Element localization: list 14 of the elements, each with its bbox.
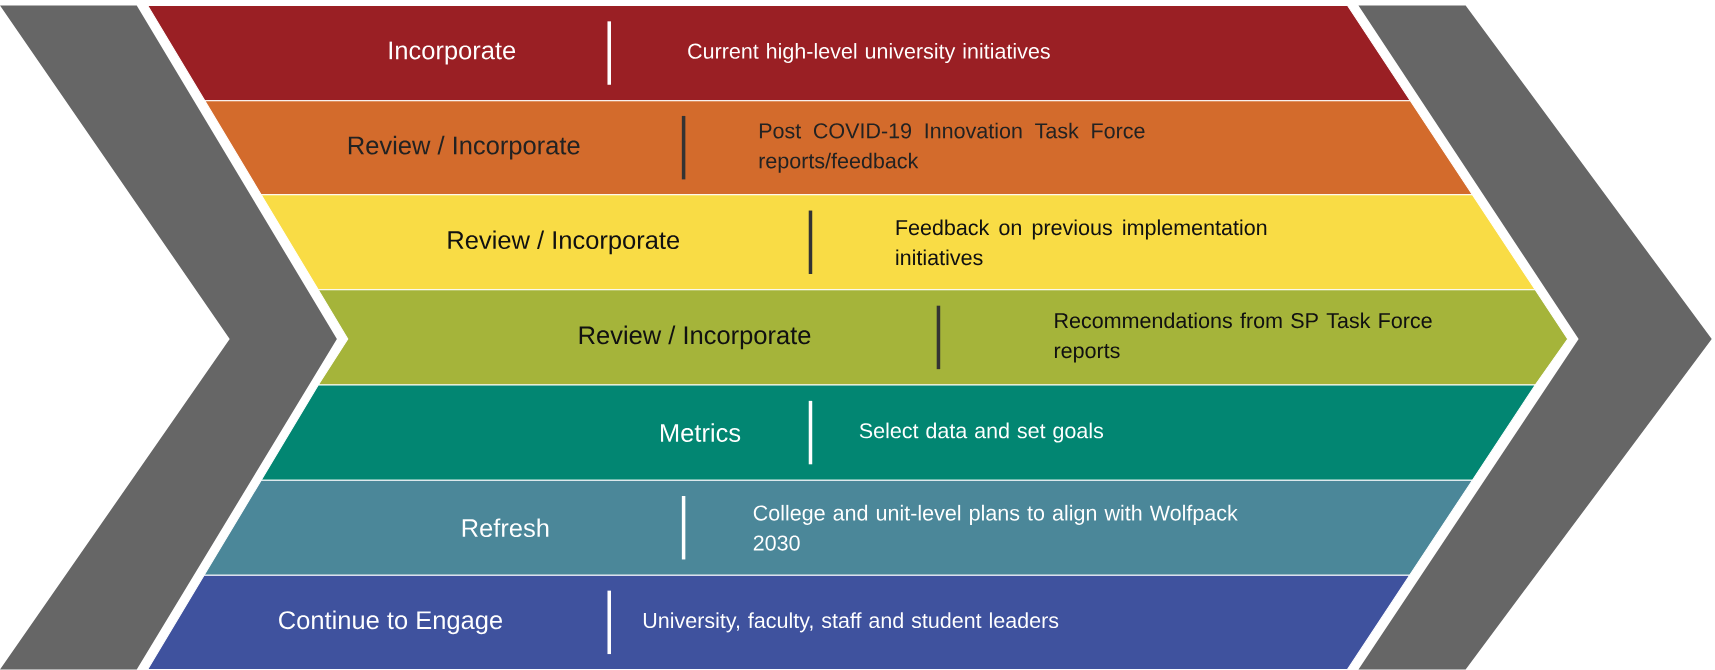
- band-description: Select data and set goals: [859, 422, 1104, 443]
- band-heading: Review / Incorporate: [579, 325, 811, 350]
- band-description: Recommendations from SP Task Force reports: [1054, 312, 1432, 363]
- band-heading: Metrics: [661, 423, 741, 442]
- band-description: Current high-level university initiatives: [688, 43, 1050, 64]
- band-heading: Continue to Engage: [279, 610, 502, 635]
- band-description: Feedback on previous implementation initiatives: [896, 219, 1267, 266]
- band-heading: Review / Incorporate: [348, 135, 580, 160]
- band-heading: Review / Incorporate: [448, 230, 680, 255]
- band-description: College and unit-level plans to align with Wolfpack 2030: [753, 504, 1238, 551]
- band-heading: Incorporate: [389, 41, 516, 65]
- band-description: University, faculty, staff and student leaders: [643, 612, 1059, 633]
- band-heading: Refresh: [462, 518, 549, 538]
- band-description: Post COVID-19 Innovation Task Force reports/feedback: [759, 122, 1145, 173]
